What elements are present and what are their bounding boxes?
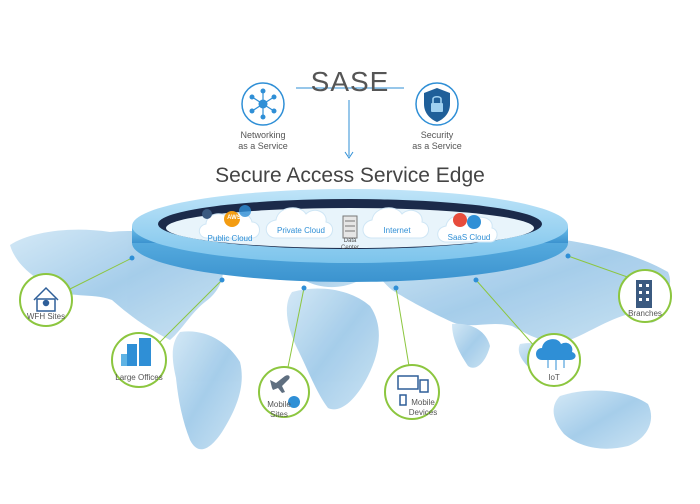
internet-label: Internet <box>383 226 411 235</box>
ring-node-dots <box>129 253 571 291</box>
africa-shape <box>286 288 379 410</box>
network-hub-icon <box>241 82 285 126</box>
site-connectors <box>59 255 637 383</box>
networking-line1: Networking <box>240 130 286 140</box>
public-cloud-icon <box>198 205 260 239</box>
networking-line2: as a Service <box>238 141 288 151</box>
security-line2: as a Service <box>412 141 462 151</box>
data-center-line2: Center <box>340 245 359 251</box>
mobile-devices-line1: Mobile <box>411 398 435 407</box>
internet-cloud-icon <box>362 207 429 239</box>
aws-badge: AWS <box>227 215 241 221</box>
south-america-shape <box>172 331 242 450</box>
wfh-sites-label: WFH Sites <box>26 312 66 321</box>
private-cloud-label: Private Cloud <box>276 226 326 235</box>
networking-service-label: Networking as a Service <box>223 130 303 152</box>
diagram-subtitle: Secure Access Service Edge <box>215 164 485 187</box>
mobile-sites-line1: Mobile <box>267 400 291 409</box>
data-center-icon <box>342 215 358 239</box>
mobile-devices-label: Mobile Devices <box>408 398 438 418</box>
data-center-label: Data Center <box>330 238 370 252</box>
devices-icon <box>397 375 429 406</box>
iot-label: IoT <box>548 373 560 382</box>
saas-cloud-icon <box>437 213 498 243</box>
site-wfh-circle <box>19 273 73 327</box>
branches-label: Branches <box>628 309 662 318</box>
public-cloud-label: Public Cloud <box>207 234 253 243</box>
security-line1: Security <box>420 130 454 140</box>
security-service-label: Security as a Service <box>397 130 477 152</box>
site-large-offices-circle <box>111 332 167 388</box>
saas-cloud-label: SaaS Cloud <box>447 233 491 242</box>
airplane-icon <box>270 375 290 393</box>
site-mobile-sites-circle <box>258 366 310 418</box>
site-iot-circle <box>527 333 581 387</box>
home-office-icon <box>33 286 59 312</box>
site-mobile-devices-circle <box>384 364 440 420</box>
mobile-sites-label: Mobile Sites <box>264 400 294 420</box>
australia-shape <box>553 390 652 449</box>
shield-lock-icon <box>415 82 459 126</box>
large-offices-label: Large Offices <box>115 373 163 382</box>
diagram-title: SASE <box>310 66 390 97</box>
header-connectors <box>296 87 404 159</box>
mobile-sites-line2: Sites <box>270 410 288 419</box>
mobile-devices-line2: Devices <box>408 408 438 417</box>
private-cloud-icon <box>265 207 333 239</box>
india-shape <box>452 323 490 368</box>
iot-cloud-icon <box>536 339 576 370</box>
building-icon <box>636 280 652 308</box>
data-center-line1: Data <box>343 238 357 244</box>
office-buildings-icon <box>121 338 151 366</box>
site-branches-circle <box>618 269 672 323</box>
